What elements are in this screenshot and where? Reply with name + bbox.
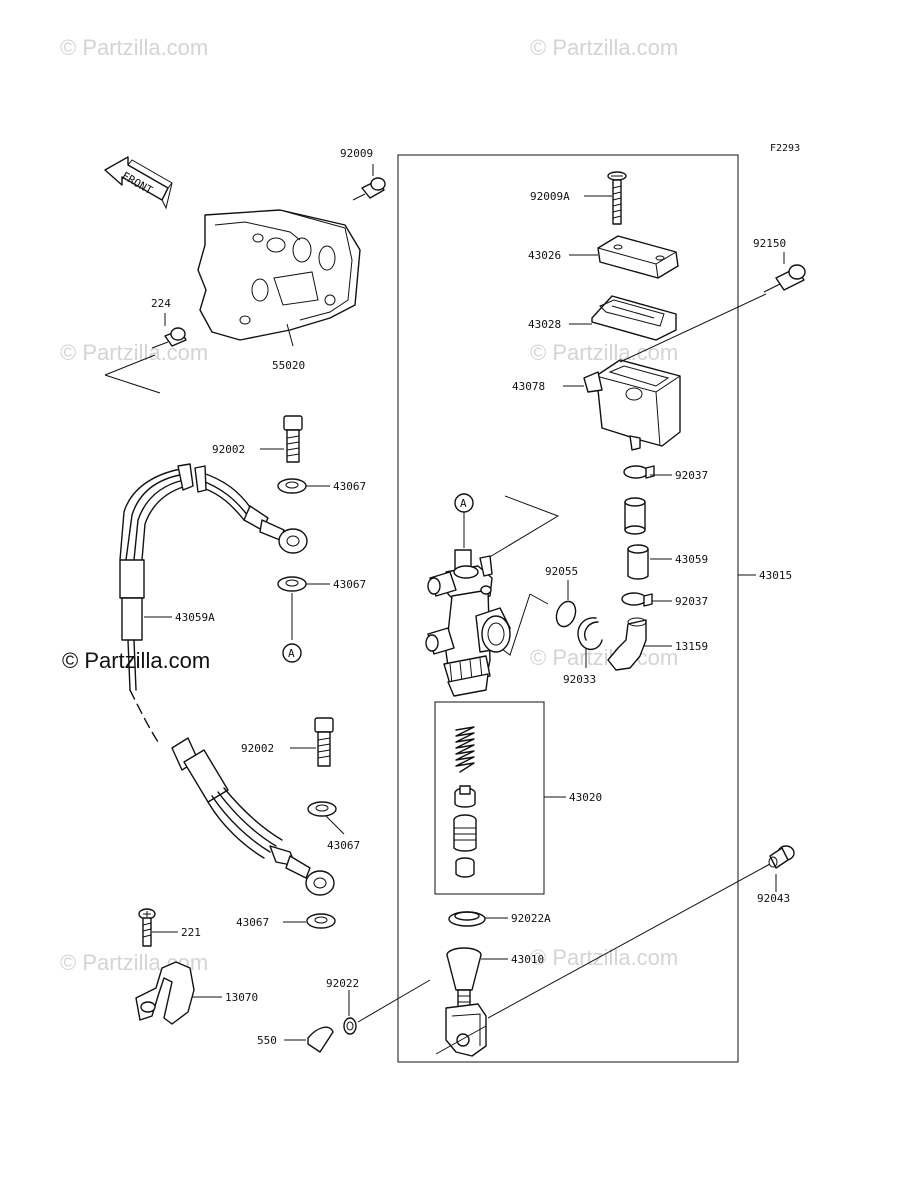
brake-hose-43059a <box>119 463 335 896</box>
label-92037-a: 92037 <box>675 469 708 482</box>
watermark-text: © Partzilla.com <box>530 35 678 60</box>
reservoir-43078 <box>583 359 681 451</box>
ref-marker-label: A <box>460 497 467 510</box>
bolt-92150 <box>763 264 806 293</box>
label-43067-a: 43067 <box>333 480 366 493</box>
label-92022: 92022 <box>326 977 359 990</box>
reference-line <box>487 495 560 559</box>
circlip-92033 <box>577 617 603 650</box>
label-43059: 43059 <box>675 553 708 566</box>
label-224: 224 <box>151 297 171 310</box>
label-92037-b: 92037 <box>675 595 708 608</box>
leader-line <box>286 323 294 347</box>
clip-92037-a <box>623 465 655 479</box>
label-92009: 92009 <box>340 147 373 160</box>
clip-92037-b <box>621 592 653 607</box>
kit-box-43020 <box>434 701 545 895</box>
watermark-text: © Partzilla.com <box>60 35 208 60</box>
label-55020: 55020 <box>272 359 305 372</box>
ref-marker-label: A <box>288 647 295 660</box>
clamp-13070 <box>135 961 195 1025</box>
assembly-box-43015 <box>397 154 739 1063</box>
cap-43026 <box>597 235 679 279</box>
reference-line <box>104 354 161 394</box>
screw-92009a <box>607 171 627 225</box>
spring <box>455 726 475 773</box>
label-92043: 92043 <box>757 892 790 905</box>
label-13159: 13159 <box>675 640 708 653</box>
diaphragm-43028 <box>591 295 677 341</box>
washer-92022 <box>343 1017 357 1035</box>
elbow-13159 <box>607 617 647 671</box>
label-43010: 43010 <box>511 953 544 966</box>
label-43078: 43078 <box>512 380 545 393</box>
label-43067-d: 43067 <box>236 916 269 929</box>
label-92022a: 92022A <box>511 912 551 925</box>
seal <box>455 857 475 878</box>
ref-marker-a-right: A <box>454 493 474 548</box>
watermarks: © Partzilla.com © Partzilla.com © Partzi… <box>60 35 678 975</box>
reference-line <box>435 1025 487 1055</box>
bolt-92009 <box>352 177 386 201</box>
watermark-text: © Partzilla.com <box>530 945 678 970</box>
washer-43067-a <box>277 478 307 494</box>
banjo-bolt-92002-upper <box>283 415 303 463</box>
reference-line <box>357 979 431 1023</box>
label-221: 221 <box>181 926 201 939</box>
screw-221 <box>138 908 156 947</box>
piston <box>453 814 477 852</box>
label-43067-c: 43067 <box>327 839 360 852</box>
label-92002-lower: 92002 <box>241 742 274 755</box>
label-92033: 92033 <box>563 673 596 686</box>
watermark-text-strong: © Partzilla.com <box>62 648 210 673</box>
diagram-code: F2293 <box>770 143 800 154</box>
watermark-text: © Partzilla.com <box>60 340 208 365</box>
circlip-92022a <box>448 911 486 927</box>
o-ring-92055 <box>555 600 577 628</box>
label-43059a: 43059A <box>175 611 215 624</box>
banjo-bolt-92002-lower <box>314 717 334 767</box>
leader-line <box>325 815 345 835</box>
piston-cup <box>454 785 476 808</box>
label-43028: 43028 <box>528 318 561 331</box>
label-43020: 43020 <box>569 791 602 804</box>
label-13070: 13070 <box>225 991 258 1004</box>
ref-marker-a-left: A <box>282 593 302 663</box>
watermark-text: © Partzilla.com <box>530 645 678 670</box>
washer-43067-b <box>277 576 307 592</box>
reference-line <box>487 863 771 1019</box>
push-rod-43010 <box>445 947 487 1057</box>
hose-segment <box>624 497 646 535</box>
watermark-text: © Partzilla.com <box>530 340 678 365</box>
hose-43059 <box>627 544 649 580</box>
guard-55020 <box>197 209 361 341</box>
washer-43067-d <box>306 913 336 929</box>
master-cylinder-body <box>425 549 511 697</box>
label-43067-b: 43067 <box>333 578 366 591</box>
washer-43067-c <box>307 801 337 817</box>
bolt-224 <box>151 327 187 349</box>
label-92009a: 92009A <box>530 190 570 203</box>
label-550: 550 <box>257 1034 277 1047</box>
label-92002-upper: 92002 <box>212 443 245 456</box>
label-92055: 92055 <box>545 565 578 578</box>
cotter-pin-550 <box>307 1026 334 1053</box>
label-43026: 43026 <box>528 249 561 262</box>
pin-92043 <box>768 845 795 869</box>
label-43015: 43015 <box>759 569 792 582</box>
reference-line <box>619 293 767 363</box>
front-arrow-icon: FRONT <box>104 156 173 210</box>
label-92150: 92150 <box>753 237 786 250</box>
